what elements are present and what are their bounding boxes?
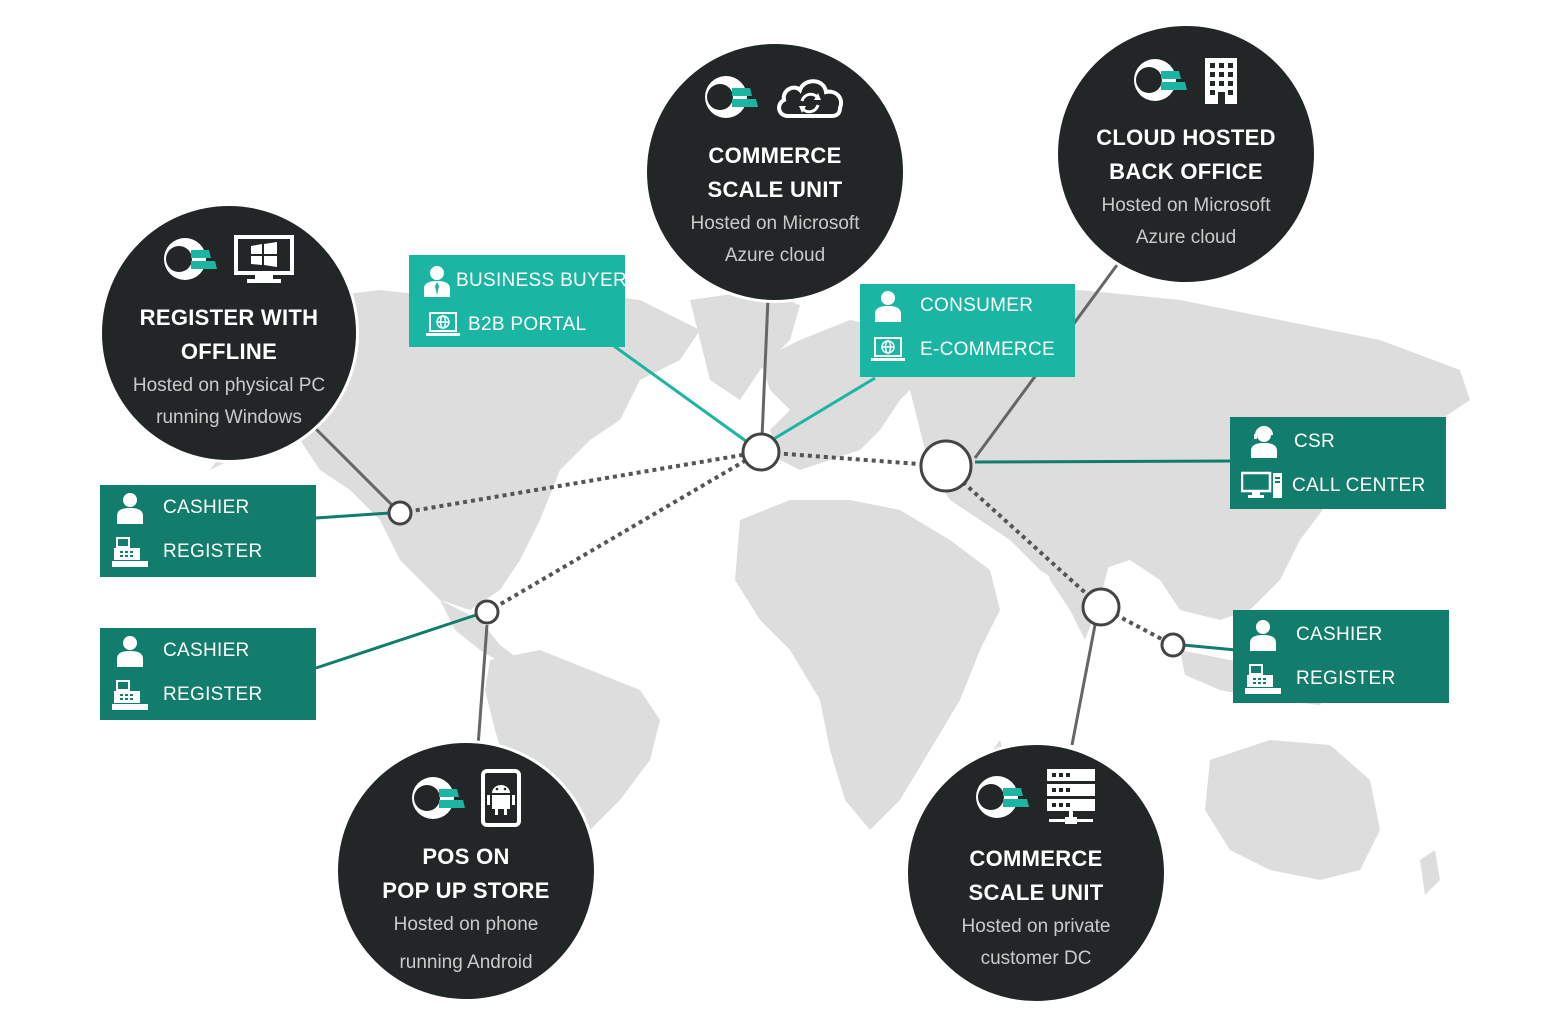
person-icon (108, 634, 152, 668)
building-icon (1205, 58, 1237, 104)
map-greenland (690, 290, 800, 400)
node-title-line1: COMMERCE (969, 846, 1103, 871)
hub-central-america (474, 599, 500, 625)
node-title-line1: COMMERCE (708, 143, 842, 168)
node-pos-popup-store: POS ON POP UP STORE Hosted on phone runn… (335, 740, 597, 1002)
box-label: BUSINESS BUYER (456, 270, 628, 291)
line-csu-azure (760, 297, 770, 439)
box-label: B2B PORTAL (468, 314, 587, 335)
box-label: CASHIER (1296, 624, 1383, 645)
box-label: REGISTER (163, 684, 263, 705)
hub-asia (919, 439, 973, 493)
node-title-line1: POS ON (422, 844, 510, 869)
line-call-center (974, 459, 1233, 464)
box-cashier-central-america: CASHIER REGISTER (100, 628, 316, 720)
box-label: REGISTER (1296, 668, 1396, 689)
laptop-globe-icon (866, 333, 910, 367)
node-title-line2: POP UP STORE (382, 878, 550, 903)
node-commerce-scale-unit-azure: COMMERCE SCALE UNIT Hosted on Microsoft … (644, 41, 906, 303)
line-cashier-asia (1182, 643, 1237, 652)
headset-person-icon (1242, 425, 1286, 459)
box-consumer: CONSUMER E-COMMERCE (860, 284, 1075, 377)
node-subtitle-line1: Hosted on Microsoft (690, 213, 860, 234)
link-na-europe (399, 450, 761, 515)
node-subtitle-line2: Azure cloud (724, 245, 826, 266)
box-cashier-north-america: CASHIER REGISTER (100, 485, 316, 577)
hub-europe (741, 432, 781, 472)
box-cashier-asia: CASHIER REGISTER (1233, 610, 1449, 703)
box-business-buyer: BUSINESS BUYER B2B PORTAL (409, 255, 628, 347)
node-title-line2: SCALE UNIT (707, 177, 843, 202)
line-b2b (613, 344, 751, 446)
server-icon (1047, 769, 1095, 824)
cloud-sync-icon (777, 79, 843, 118)
map-australia (1205, 740, 1380, 880)
node-title-line1: CLOUD HOSTED (1096, 125, 1276, 150)
box-label: CONSUMER (920, 295, 1034, 316)
node-subtitle-line2: Azure cloud (1135, 227, 1237, 248)
node-subtitle-line1: Hosted on physical PC (132, 375, 326, 396)
node-subtitle-line2: customer DC (980, 948, 1092, 969)
laptop-globe-icon (421, 308, 465, 342)
cash-register-icon (1241, 662, 1285, 696)
hub-india (1081, 587, 1121, 627)
line-register-offline (313, 426, 394, 507)
line-cashier-ca (315, 613, 477, 670)
line-pos-popup (475, 624, 489, 761)
node-subtitle-line1: Hosted on private (961, 916, 1111, 937)
computer-icon (1240, 469, 1284, 503)
box-label: CASHIER (163, 640, 250, 661)
hub-southeast-asia (1160, 632, 1186, 658)
person-icon (108, 491, 152, 525)
commerce-logo-icon (412, 777, 465, 819)
box-label: CALL CENTER (1292, 475, 1426, 496)
box-label: CASHIER (163, 497, 250, 518)
node-subtitle-line1: Hosted on Microsoft (1101, 195, 1271, 216)
commerce-logo-icon (1134, 59, 1187, 101)
business-person-icon (421, 264, 453, 298)
windows-monitor-icon (234, 235, 294, 283)
box-label: CSR (1294, 431, 1336, 452)
node-title-line1: REGISTER WITH (139, 305, 319, 330)
person-icon (1241, 618, 1285, 652)
link-asia-india (943, 464, 1103, 609)
box-label: E-COMMERCE (920, 339, 1055, 360)
cash-register-icon (108, 678, 152, 712)
node-subtitle-line2: running Windows (156, 407, 302, 428)
node-title-line2: SCALE UNIT (968, 880, 1104, 905)
node-register-offline: REGISTER WITH OFFLINE Hosted on physical… (99, 203, 359, 463)
cash-register-icon (108, 535, 152, 569)
link-india-sea (1100, 605, 1174, 647)
node-cloud-hosted-back-office: CLOUD HOSTED BACK OFFICE Hosted on Micro… (1055, 23, 1317, 285)
node-title-line2: BACK OFFICE (1109, 159, 1263, 184)
node-subtitle-line1: Hosted on phone (393, 914, 539, 935)
map-south-america (485, 650, 660, 920)
line-csu-private (1070, 624, 1097, 746)
line-consumer (771, 376, 876, 442)
line-cashier-na (315, 511, 391, 520)
android-phone-icon (481, 769, 521, 827)
box-label: REGISTER (163, 541, 263, 562)
map-new-zealand (1420, 850, 1440, 895)
map-africa (735, 500, 1000, 830)
hub-north-america (387, 500, 413, 526)
map-central-america (440, 600, 520, 665)
node-subtitle-line2: running Android (399, 952, 533, 973)
commerce-logo-icon (164, 238, 217, 280)
node-commerce-scale-unit-private: COMMERCE SCALE UNIT Hosted on private cu… (905, 742, 1167, 1004)
person-icon (866, 289, 910, 323)
commerce-logo-icon (705, 76, 758, 118)
link-europe-asia (759, 450, 946, 468)
node-title-line2: OFFLINE (180, 339, 278, 364)
commerce-logo-icon (976, 776, 1029, 818)
box-call-center: CSR CALL CENTER (1230, 417, 1446, 509)
